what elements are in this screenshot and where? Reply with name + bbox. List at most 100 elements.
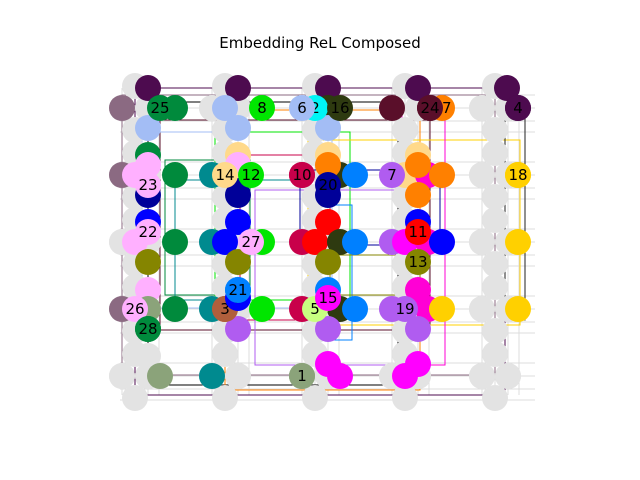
embedding-slot	[122, 385, 148, 411]
node-label: 13	[408, 253, 427, 271]
node-marker	[225, 277, 251, 303]
node-26: 26	[122, 296, 148, 322]
embedding-node	[162, 162, 188, 188]
node-label: 15	[318, 289, 337, 307]
node-label: 14	[215, 166, 234, 184]
embedding-slot	[482, 274, 508, 300]
node-14: 14	[212, 162, 238, 188]
node-marker	[135, 316, 161, 342]
node-marker	[405, 219, 431, 245]
embedding-node	[135, 343, 161, 369]
node-21: 21	[225, 277, 251, 303]
embedding-node	[429, 296, 455, 322]
node-marker	[505, 95, 531, 121]
embedding-node	[162, 296, 188, 322]
embedding-slot	[469, 363, 495, 389]
node-28: 28	[135, 316, 161, 342]
embedding-slot	[302, 385, 328, 411]
embedding-node	[429, 162, 455, 188]
embedding-slot	[482, 207, 508, 233]
node-1: 1	[289, 363, 315, 389]
node-label: 19	[395, 300, 414, 318]
embedding-node	[315, 249, 341, 275]
embedding-node	[327, 363, 353, 389]
embedding-node	[405, 182, 431, 208]
node-marker	[505, 162, 531, 188]
embedding-node	[135, 277, 161, 303]
node-marker	[249, 95, 275, 121]
node-label: 3	[220, 300, 230, 318]
embedding-slot	[495, 363, 521, 389]
node-marker	[327, 95, 353, 121]
node-label: 11	[408, 223, 427, 241]
node-label: 6	[297, 99, 307, 117]
embedding-node	[505, 296, 531, 322]
embedding-slot	[482, 184, 508, 210]
node-label: 20	[318, 176, 337, 194]
embedding-node	[109, 95, 135, 121]
diagram-title: Embedding ReL Composed	[219, 34, 421, 52]
node-marker	[315, 285, 341, 311]
embedding-slot	[482, 140, 508, 166]
embedding-node	[225, 75, 251, 101]
node-label: 18	[508, 166, 527, 184]
node-label: 21	[228, 281, 247, 299]
node-marker	[392, 296, 418, 322]
embedding-node	[429, 229, 455, 255]
embedding-slot	[469, 162, 495, 188]
embedding-slot	[482, 251, 508, 277]
node-12: 12	[238, 162, 264, 188]
embedding-node	[212, 95, 238, 121]
embedding-node	[342, 162, 368, 188]
node-marker	[238, 229, 264, 255]
node-marker	[122, 296, 148, 322]
embedding-slot	[482, 341, 508, 367]
embedding-slot	[482, 318, 508, 344]
relation-edge	[299, 169, 441, 246]
node-label: 24	[420, 99, 439, 117]
node-marker	[417, 95, 443, 121]
embedding-slot	[482, 117, 508, 143]
node-23: 23	[135, 172, 161, 198]
embedding-node	[135, 115, 161, 141]
node-6: 6	[289, 95, 315, 121]
embedding-slot	[469, 229, 495, 255]
embedding-node	[342, 229, 368, 255]
embedding-node	[392, 363, 418, 389]
embedding-node	[405, 316, 431, 342]
embedding-slot	[469, 296, 495, 322]
node-label: 1	[297, 367, 307, 385]
embedding-node	[379, 95, 405, 121]
embedding-node	[315, 115, 341, 141]
node-label: 8	[257, 99, 267, 117]
node-13: 13	[405, 249, 431, 275]
node-label: 10	[292, 166, 311, 184]
embedding-node	[315, 152, 341, 178]
embedding-node	[494, 75, 520, 101]
node-marker	[405, 249, 431, 275]
node-marker	[289, 95, 315, 121]
node-label: 7	[387, 166, 397, 184]
node-25: 25	[147, 95, 173, 121]
relation-edge	[329, 254, 421, 296]
embedding-node	[302, 229, 328, 255]
embedding-node	[225, 316, 251, 342]
embedding-slot	[469, 95, 495, 121]
embedding-node	[199, 363, 225, 389]
node-marker	[315, 172, 341, 198]
embedding-node	[405, 152, 431, 178]
embedding-node	[315, 209, 341, 235]
embedding-node	[249, 296, 275, 322]
embedding-node	[342, 296, 368, 322]
embedding-slot	[392, 385, 418, 411]
node-marker	[379, 162, 405, 188]
node-19: 19	[392, 296, 418, 322]
node-label: 23	[138, 176, 157, 194]
embedding-slot	[482, 385, 508, 411]
node-marker	[238, 162, 264, 188]
node-10: 10	[289, 162, 315, 188]
labeled-nodes: 1234567891011121314151617181920212223242…	[122, 95, 531, 389]
embedding-node	[315, 316, 341, 342]
node-15: 15	[315, 285, 341, 311]
embedding-node	[212, 229, 238, 255]
